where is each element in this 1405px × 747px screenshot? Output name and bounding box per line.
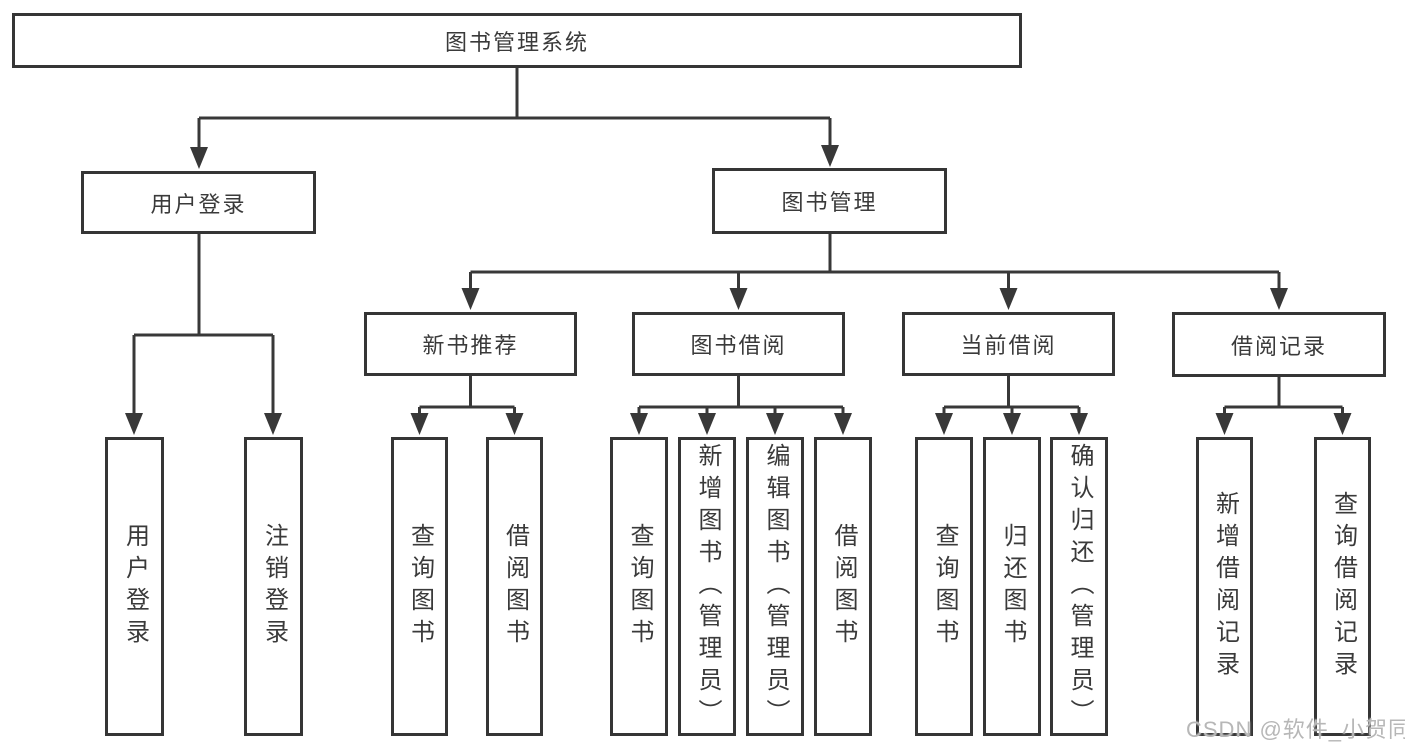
arrow-icon (264, 413, 282, 435)
arrow-icon (1003, 413, 1021, 435)
node-label: 借阅图书 (501, 522, 529, 651)
arrow-icon (1215, 413, 1234, 435)
node-label: 新书推荐 (422, 333, 519, 358)
leaf-borrow-borrow-books: 借阅图书 (814, 437, 872, 736)
arrow-icon (410, 413, 429, 435)
arrow-icon (125, 413, 143, 435)
arrow-icon (190, 147, 208, 169)
node-label: 借阅图书 (830, 522, 857, 651)
node-label: 图书借阅 (690, 333, 787, 358)
arrow-icon (461, 288, 480, 310)
node-label: 借阅记录 (1230, 333, 1327, 359)
leaf-newrec-query-books: 查询图书 (391, 437, 448, 736)
watermark: CSDN @软件_小贺同学 (1186, 717, 1405, 742)
leaf-logout: 注销登录 (244, 437, 303, 736)
node-label: 用户登录 (121, 522, 149, 651)
node-label: 注销登录 (260, 522, 288, 651)
node-label: 编辑图书（管理员） (762, 442, 789, 731)
arrow-icon (766, 413, 784, 435)
node-label: 查询图书 (931, 522, 958, 651)
leaf-newrec-borrow-books: 借阅图书 (486, 437, 543, 736)
leaf-borrow-query-books: 查询图书 (610, 437, 668, 736)
node-current-borrowing: 当前借阅 (902, 312, 1115, 376)
arrow-icon (630, 413, 648, 435)
node-label: 用户登录 (150, 191, 247, 217)
arrow-icon (698, 413, 716, 435)
arrow-icon (935, 413, 953, 435)
arrow-icon (834, 413, 852, 435)
leaf-records-query-record: 查询借阅记录 (1314, 437, 1371, 736)
leaf-current-query-books: 查询图书 (915, 437, 973, 736)
node-system-root: 图书管理系统 (12, 13, 1022, 68)
node-user-login: 用户登录 (81, 171, 316, 234)
leaf-borrow-edit-books-admin: 编辑图书（管理员） (746, 437, 804, 736)
leaf-current-return-books: 归还图书 (983, 437, 1041, 736)
arrow-icon (729, 288, 748, 310)
node-label: 确认归还（管理员） (1066, 442, 1093, 731)
node-book-management: 图书管理 (712, 168, 947, 234)
node-label: 查询图书 (406, 522, 434, 651)
arrow-icon (1070, 413, 1088, 435)
node-label: 查询图书 (626, 522, 653, 651)
leaf-borrow-add-books-admin: 新增图书（管理员） (678, 437, 736, 736)
leaf-user-login: 用户登录 (105, 437, 164, 736)
node-label: 新增图书（管理员） (694, 442, 721, 731)
node-label: 查询借阅记录 (1329, 490, 1357, 683)
arrow-icon (999, 288, 1018, 310)
arrow-icon (1270, 288, 1288, 310)
node-label: 当前借阅 (960, 333, 1057, 358)
node-label: 新增借阅记录 (1211, 490, 1239, 683)
node-label: 归还图书 (999, 522, 1026, 651)
node-book-borrowing: 图书借阅 (632, 312, 845, 376)
arrow-icon (505, 413, 524, 435)
leaf-current-confirm-return-admin: 确认归还（管理员） (1050, 437, 1108, 736)
node-label: 图书管理 (781, 190, 878, 215)
node-label: 图书管理系统 (444, 29, 589, 55)
arrow-icon (1333, 413, 1352, 435)
node-new-book-recommend: 新书推荐 (364, 312, 577, 376)
node-borrowing-records: 借阅记录 (1172, 312, 1386, 377)
arrow-icon (821, 145, 839, 167)
leaf-records-add-record: 新增借阅记录 (1196, 437, 1253, 736)
